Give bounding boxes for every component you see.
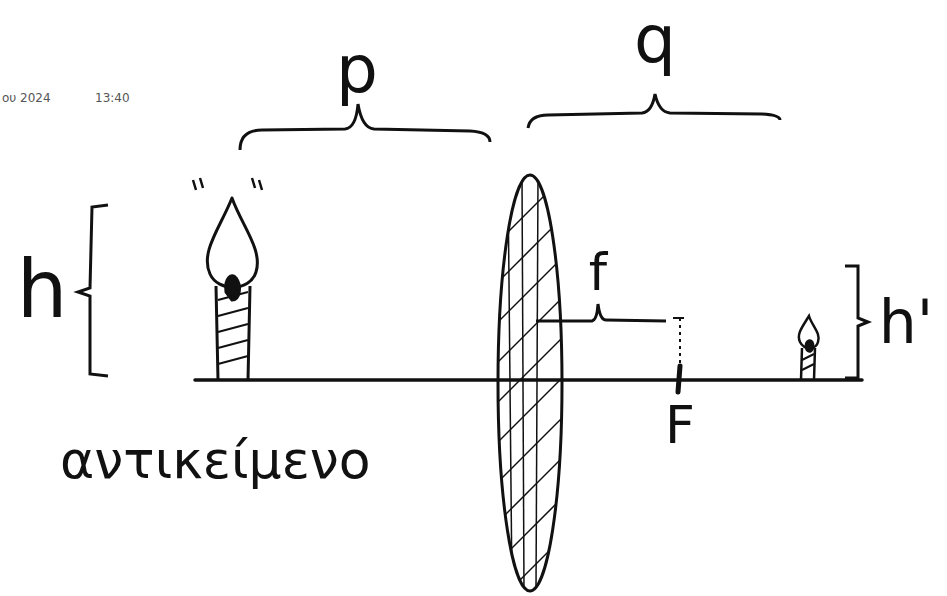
focal-point-mark bbox=[678, 366, 680, 392]
optical-axis bbox=[195, 378, 862, 382]
focal-dotted-line bbox=[679, 318, 681, 364]
height-label: h bbox=[17, 250, 68, 330]
focal-length-line bbox=[536, 304, 666, 321]
timestamp-date: ου 2024 bbox=[2, 92, 51, 104]
image-candle bbox=[799, 316, 819, 380]
distance-brace bbox=[240, 104, 490, 150]
distance-label: p bbox=[336, 37, 378, 103]
object-candle bbox=[193, 178, 262, 380]
distance-label: q bbox=[634, 7, 676, 73]
convex-lens bbox=[490, 170, 570, 596]
focal-tick bbox=[673, 317, 684, 319]
focal-length-label: f bbox=[589, 246, 607, 298]
timestamp-time: 13:40 bbox=[95, 92, 130, 104]
height-bracket bbox=[78, 205, 108, 376]
distance-brace bbox=[528, 94, 780, 128]
height-label: h' bbox=[879, 292, 934, 352]
height-bracket bbox=[845, 266, 868, 378]
object-label: αντικείμενο bbox=[60, 434, 371, 486]
focal-point-label: F bbox=[665, 399, 695, 451]
